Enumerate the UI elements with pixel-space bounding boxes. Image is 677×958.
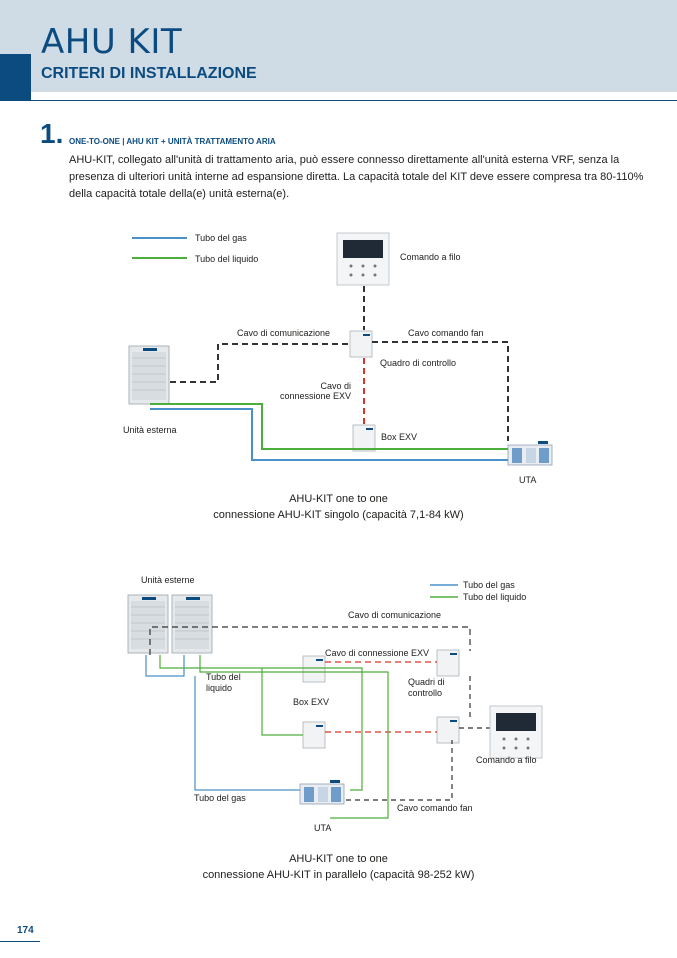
gas-pipe-2-label: Tubo del gas <box>194 793 246 803</box>
diagram-2-caption-line1: AHU-KIT one to one <box>289 853 388 865</box>
ahu-2-icon <box>299 779 345 805</box>
comm-cable-line <box>170 343 350 383</box>
control-panel-label: Quadro di controllo <box>380 358 456 368</box>
fan-cable-label: Cavo comando fan <box>408 328 484 338</box>
liquid-pipe-2b <box>199 655 389 819</box>
wired-controller-2-label: Comando a filo <box>476 755 537 765</box>
diagram-1: Tubo del gas Tubo del liquido Comando a … <box>123 232 553 485</box>
control-panels-label-2: controllo <box>408 688 442 698</box>
comm-cable-2 <box>149 626 471 655</box>
section-title: ONE-TO-ONE | AHU KIT + UNITÀ TRATTAMENTO… <box>69 137 276 146</box>
diagram-1-caption-line2: connessione AHU-KIT singolo (capacità 7,… <box>213 509 464 521</box>
ahu-2-label: UTA <box>314 823 331 833</box>
page-subtitle: CRITERI DI INSTALLAZIONE <box>41 65 257 82</box>
exv-cable-2-label: Cavo di connessione EXV <box>325 648 429 658</box>
diagram-2: Unità esterne Tubo del gas Tubo del liqu… <box>127 575 543 833</box>
exv-box-label: Box EXV <box>381 432 417 442</box>
ahu-icon <box>507 440 553 466</box>
page-number-rule <box>0 941 40 942</box>
exv-cable-label-1: Cavo di <box>320 381 351 391</box>
diagram-2-caption-line2: connessione AHU-KIT in parallelo (capaci… <box>202 869 475 881</box>
section-number: 1. <box>40 118 64 149</box>
page-title: AHU KIT <box>41 22 183 62</box>
legend-gas-label: Tubo del gas <box>195 233 247 243</box>
gas-pipe-2b <box>194 676 300 791</box>
header-accent-bar <box>0 54 31 101</box>
page-number: 174 <box>17 925 34 936</box>
section-body: AHU-KIT, collegato all'unità di trattame… <box>69 154 644 200</box>
fan-cable-line <box>372 341 509 441</box>
gas-pipe <box>150 408 508 461</box>
exv-box-2-label: Box EXV <box>293 697 329 707</box>
outdoor-unit-2-icon <box>171 594 213 654</box>
fan-cable-2 <box>346 740 453 801</box>
outdoor-unit-label: Unità esterna <box>123 425 177 435</box>
outdoor-units-label: Unità esterne <box>141 575 195 585</box>
exv-box-2-icon <box>302 721 326 749</box>
header-rule <box>31 100 677 101</box>
control-panel-icon <box>349 330 373 358</box>
exv-cable-label-2: connessione EXV <box>280 391 351 401</box>
legend2-liquid-label: Tubo del liquido <box>463 592 526 602</box>
control-panel-2-icon <box>436 716 460 744</box>
liquid-pipe-2a <box>159 655 363 791</box>
diagram-1-caption-line1: AHU-KIT one to one <box>289 493 388 505</box>
liquid-pipe-2c <box>261 668 303 736</box>
liquid-pipe <box>150 403 508 450</box>
legend-liquid-label: Tubo del liquido <box>195 254 258 264</box>
comm-cable-2-label: Cavo di comunicazione <box>348 610 441 620</box>
legend2-gas-label: Tubo del gas <box>463 580 515 590</box>
wired-controller-label: Comando a filo <box>400 252 461 262</box>
ahu-label: UTA <box>519 475 536 485</box>
outdoor-unit-icon <box>128 345 170 405</box>
outdoor-unit-1-icon <box>127 594 169 654</box>
wired-controller-2-icon <box>489 705 543 759</box>
control-panels-label-1: Quadri di <box>408 677 445 687</box>
exv-box-icon <box>352 424 376 452</box>
comm-cable-label: Cavo di comunicazione <box>237 328 330 338</box>
page-header <box>0 0 677 92</box>
liquid-pipe-label-1: Tubo del <box>206 672 241 682</box>
gas-pipe-2a <box>145 655 185 677</box>
control-panel-1-icon <box>436 649 460 677</box>
liquid-pipe-label-2: liquido <box>206 683 232 693</box>
fan-cable-2-label: Cavo comando fan <box>397 803 473 813</box>
exv-box-1-icon <box>302 655 326 683</box>
wired-controller-icon <box>336 232 390 286</box>
